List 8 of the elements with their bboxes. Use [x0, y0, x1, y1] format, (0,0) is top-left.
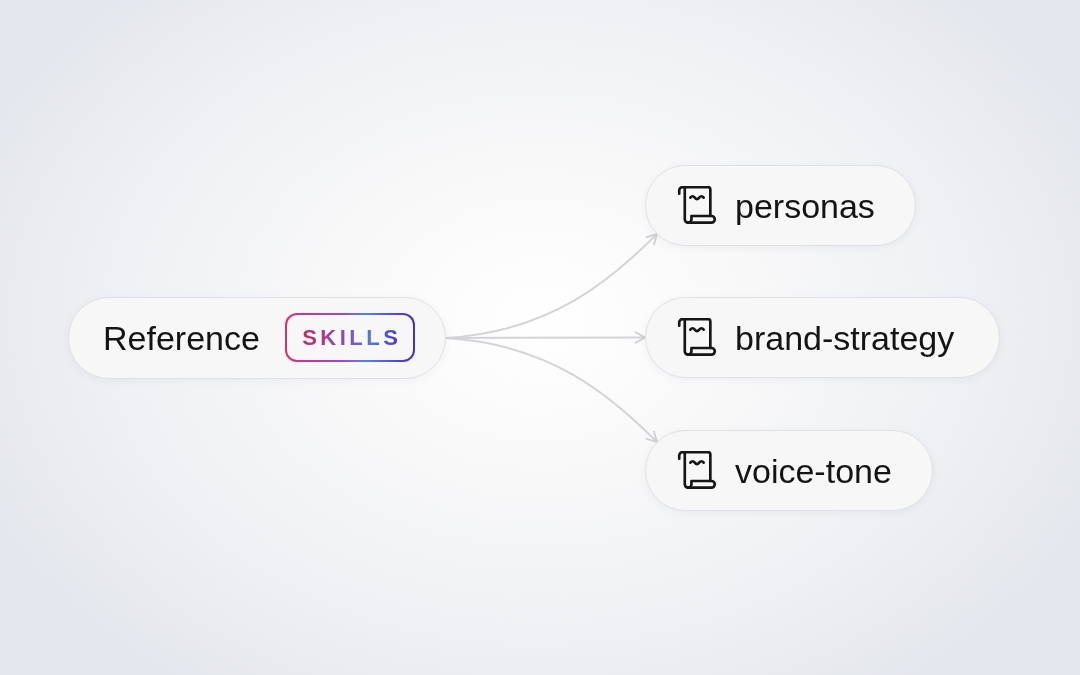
node-label: voice-tone — [735, 450, 892, 491]
arrow — [445, 337, 658, 443]
rounded-node — [645, 165, 916, 246]
rounded-node — [645, 430, 933, 511]
node-label: personas — [735, 185, 875, 226]
node-label: Reference — [103, 318, 260, 358]
node-label: brand-strategy — [735, 317, 955, 358]
badge: SKILLS — [285, 313, 415, 362]
